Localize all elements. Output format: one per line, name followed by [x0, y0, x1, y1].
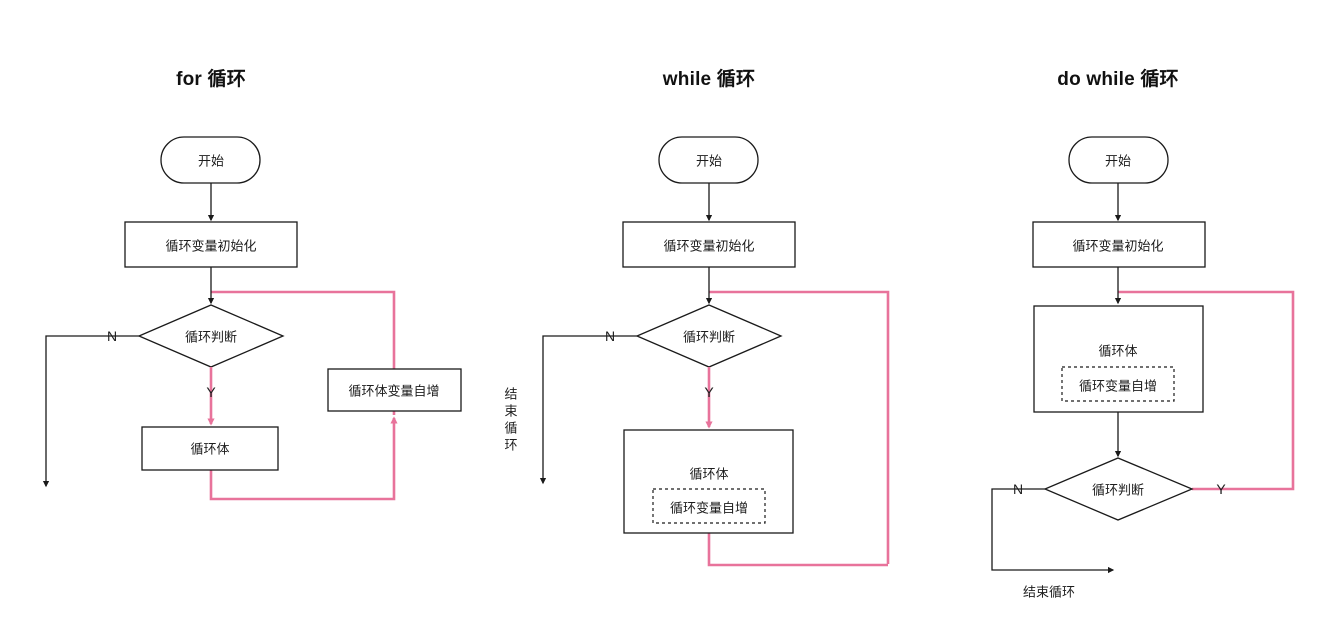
do-while-loop-backedge-pink: [1118, 290, 1295, 491]
dowhile-init-node: [1032, 221, 1206, 268]
while-init-node: [622, 221, 796, 268]
chart-title-for-loop: for 循环: [176, 69, 246, 90]
dowhile-edge-label-yes: Y: [1216, 481, 1226, 497]
while-pink-top-run: [709, 290, 890, 564]
chart-do-while-loop: [991, 136, 1295, 574]
while-edge-condition-no: [539, 335, 637, 485]
for-start-node: [160, 136, 261, 184]
for-edge-condition-no: [42, 335, 139, 488]
for-edge-label-yes: Y: [206, 384, 216, 400]
for-body-node: [141, 426, 279, 471]
for-condition-node: [137, 304, 285, 368]
while-edge-label-yes: Y: [704, 384, 714, 400]
for-init-node: [124, 221, 298, 268]
while-condition-node: [635, 304, 783, 368]
while-edge-label-no: N: [604, 328, 616, 344]
while-loop-backedge-pink: [707, 290, 890, 567]
while-body-node: [623, 429, 794, 534]
for-edge-label-no: N: [106, 328, 118, 344]
chart-title-while-loop: while 循环: [662, 69, 756, 90]
dowhile-increment-node: [1061, 366, 1175, 402]
while-start-node: [658, 136, 759, 184]
dowhile-body-node: [1033, 305, 1204, 413]
dowhile-condition-node: [1043, 457, 1194, 521]
for-pink-bottom-run: [209, 416, 398, 501]
dowhile-pink-run: [1118, 290, 1295, 491]
dowhile-edge-condition-no: [991, 488, 1115, 574]
while-increment-node: [652, 488, 766, 524]
for-increment-node: [327, 368, 462, 412]
dowhile-start-node: [1068, 136, 1169, 184]
while-edge-label-exit: 结束循环: [502, 387, 518, 455]
chart-while-loop: [539, 136, 890, 567]
chart-title-do-while-loop: do while 循环: [1057, 69, 1179, 90]
chart-for-loop: [42, 136, 462, 501]
dowhile-edge-label-no: N: [1012, 481, 1024, 497]
while-pink-bottom-run: [707, 533, 888, 567]
